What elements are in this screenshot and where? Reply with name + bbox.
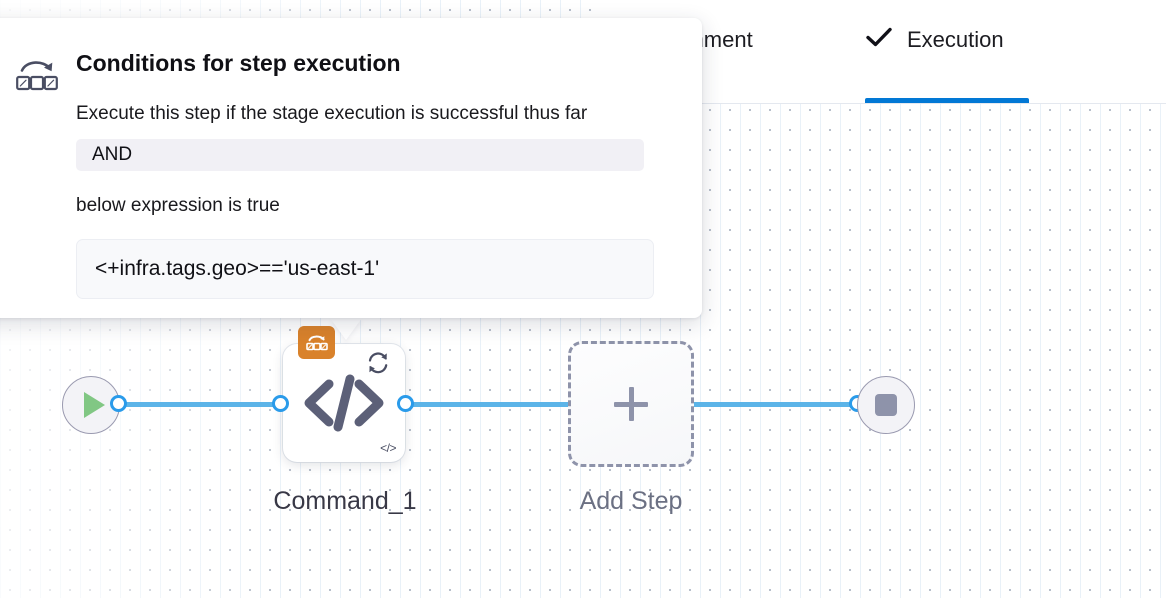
command-shell-icon — [14, 56, 60, 101]
code-brackets-icon — [283, 344, 405, 462]
tab-execution-label: Execution — [907, 26, 1004, 52]
popover-title: Conditions for step execution — [76, 50, 401, 76]
play-icon — [84, 392, 105, 418]
command-node-input-port[interactable] — [272, 395, 289, 412]
tab-active-underline — [865, 98, 1029, 103]
condition-operator-field[interactable]: AND — [76, 139, 644, 171]
add-step-label: Add Step — [579, 487, 683, 515]
step-node-command-1[interactable]: </> — [283, 326, 405, 462]
conditions-popover: Conditions for step execution Execute th… — [0, 18, 702, 318]
command-node-output-port[interactable] — [397, 395, 414, 412]
plus-icon — [614, 387, 648, 421]
edge-start-to-command — [112, 402, 312, 407]
add-step-button[interactable] — [568, 341, 694, 467]
end-node[interactable] — [857, 376, 915, 434]
stop-icon — [875, 394, 897, 416]
condition-expression-field[interactable]: <+infra.tags.geo>=='us-east-1' — [76, 239, 654, 299]
command-shell-icon — [305, 335, 328, 350]
step-node-label-command-1: Command_1 — [273, 487, 417, 515]
check-icon — [865, 25, 893, 55]
conditional-execution-badge[interactable] — [298, 326, 335, 359]
loop-retry-icon — [361, 348, 395, 383]
tab-execution[interactable]: Execution — [865, 0, 1029, 103]
code-brackets-small-icon: </> — [380, 441, 396, 455]
expression-note: below expression is true — [76, 195, 280, 216]
popover-subtitle: Execute this step if the stage execution… — [76, 103, 588, 124]
start-node-output-port[interactable] — [110, 395, 127, 412]
popover-pointer — [330, 318, 362, 340]
